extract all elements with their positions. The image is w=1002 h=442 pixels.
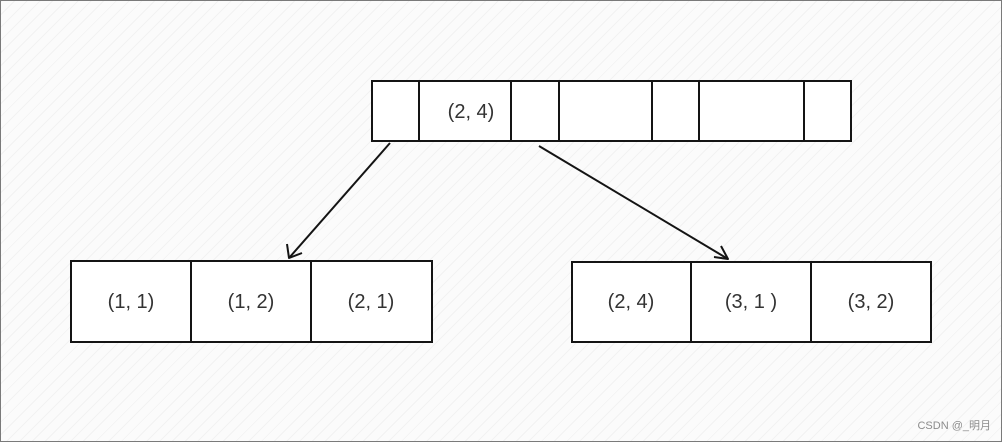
watermark: CSDN @_明月: [917, 420, 991, 432]
root-node-border: [371, 80, 852, 142]
right-leaf-node: (2, 4) (3, 1 ) (3, 2): [571, 261, 932, 343]
right-leaf-cell: (3, 2): [848, 291, 895, 313]
arrow-line: [288, 142, 391, 259]
right-leaf-border: [571, 261, 932, 343]
right-leaf-cell: (2, 4): [608, 291, 655, 313]
left-leaf-cell: (1, 1): [108, 291, 155, 313]
root-key-cell: (2, 4): [448, 101, 495, 123]
arrow-to-right-leaf: [538, 145, 729, 260]
arrow-line: [538, 145, 729, 260]
left-leaf-cell: (2, 1): [348, 291, 395, 313]
root-node: (2, 4): [371, 80, 852, 142]
left-leaf-border: [70, 260, 433, 343]
right-leaf-cell: (3, 1 ): [725, 291, 777, 313]
arrow-head-icon: [286, 243, 303, 259]
left-leaf-node: (1, 1) (1, 2) (2, 1): [70, 260, 433, 343]
arrow-head-icon: [713, 245, 729, 260]
arrow-to-left-leaf: [286, 142, 391, 259]
left-leaf-cell: (1, 2): [228, 291, 275, 313]
